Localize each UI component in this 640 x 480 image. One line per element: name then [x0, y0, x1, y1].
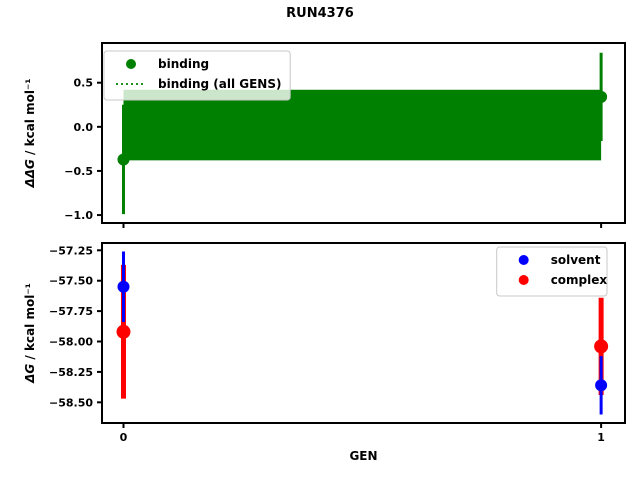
y-tick-label: 0.0	[74, 121, 94, 134]
uncertainty-band	[123, 89, 602, 161]
legend-marker-dot	[126, 59, 136, 69]
y-tick-label: −57.25	[49, 244, 93, 257]
axes-spine	[101, 242, 626, 424]
legend-label: solvent	[551, 253, 601, 267]
y-axis-label: ΔG / kcal mol⁻¹	[23, 283, 37, 384]
legend: binding binding (all GENS)	[103, 50, 291, 101]
complex-marker	[594, 339, 609, 354]
y-tick-label: −0.5	[64, 165, 93, 178]
legend-marker-dot	[518, 255, 529, 265]
y-tick-label: −1.0	[64, 209, 93, 222]
x-axis-label: GEN	[349, 449, 377, 463]
binding-marker	[117, 153, 130, 166]
x-tick-label: 1	[597, 431, 605, 444]
y-tick-label: −57.75	[49, 305, 93, 318]
legend-label: binding	[158, 57, 209, 71]
y-tick-label: −58.00	[49, 336, 93, 349]
subplot-bottom: −57.25 −57.50 −57.75 −58.00 −58.25 −58.50 0 1 ΔG…	[23, 242, 626, 463]
figure-title: RUN4376	[286, 6, 354, 21]
y-axis-label: ΔΔG / kcal mol⁻¹	[23, 78, 37, 188]
complex-marker	[116, 324, 131, 339]
solvent-marker	[117, 280, 130, 293]
y-tick-label: −57.50	[49, 275, 93, 288]
y-tick-label: −58.50	[49, 396, 93, 409]
axes-spine	[101, 42, 626, 224]
legend-box	[103, 50, 291, 101]
binding-marker	[595, 90, 608, 103]
y-tick-label: −58.25	[49, 366, 93, 379]
legend-label: complex	[551, 273, 608, 287]
legend-label: binding (all GENS)	[158, 77, 281, 91]
solvent-marker	[595, 379, 608, 392]
x-tick-label: 0	[120, 431, 128, 444]
legend-marker-dot	[518, 275, 529, 285]
legend: solvent complex	[496, 246, 608, 297]
y-tick-label: 0.5	[74, 77, 94, 90]
